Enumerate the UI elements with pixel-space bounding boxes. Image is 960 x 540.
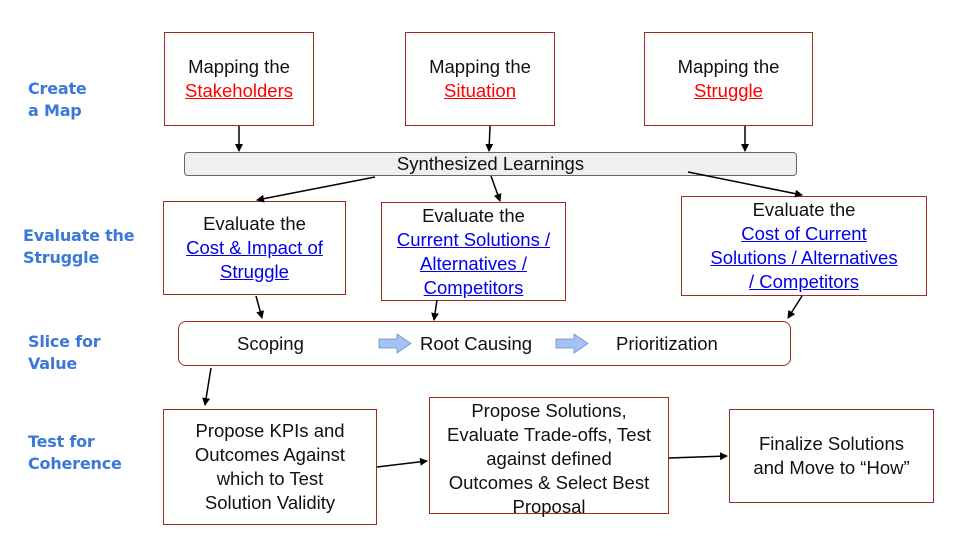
arrow-kpis-to-solutions: [376, 457, 428, 468]
arrow-solutions-to-finalize: [668, 452, 728, 461]
cost-impact-link-line[interactable]: Struggle: [220, 261, 289, 282]
box-prefix: Mapping the: [677, 56, 780, 77]
map-situation-box: Mapping the Situation: [405, 32, 555, 126]
box-prefix: Evaluate the: [203, 213, 306, 234]
stage-label-line: Value: [28, 354, 78, 373]
cost-current-solutions-link-line[interactable]: Cost of Current: [741, 223, 867, 244]
arrow-current-solutions-to-slice: [431, 299, 439, 321]
step-root-causing: Root Causing: [420, 333, 533, 354]
box-text-line: Solution Validity: [204, 492, 336, 513]
cost-current-solutions-link-line[interactable]: / Competitors: [748, 271, 859, 292]
box-text-line: and Move to “How”: [753, 457, 910, 478]
arrow-cost-impact-to-slice: [255, 295, 265, 319]
stage-label-test-for-coherence: Test for Coherence: [28, 431, 122, 475]
step-prioritization: Prioritization: [616, 333, 718, 354]
arrow-synth-to-cost-impact: [256, 176, 376, 203]
evaluate-current-solutions-box: Evaluate the Current Solutions / Alterna…: [381, 202, 566, 301]
stage-label-line: Struggle: [23, 248, 100, 267]
box-text-line: Proposal: [512, 496, 586, 517]
box-prefix: Evaluate the: [422, 204, 525, 226]
box-text-line: Outcomes & Select Best: [448, 472, 650, 493]
situation-link[interactable]: Situation: [444, 80, 516, 101]
propose-kpis-box: Propose KPIs and Outcomes Against which …: [163, 409, 377, 525]
box-text-line: Propose Solutions,: [471, 400, 627, 421]
box-prefix: Mapping the: [188, 56, 290, 77]
box-text-line: Finalize Solutions: [759, 433, 904, 454]
stage-label-line: Slice for: [28, 332, 101, 351]
cost-impact-link-line[interactable]: Cost & Impact of: [186, 237, 323, 258]
stage-label-slice-for-value: Slice for Value: [28, 331, 101, 375]
slice-for-value-bar: Scoping Root Causing Prioritization: [178, 321, 791, 366]
current-solutions-link-line[interactable]: Current Solutions /: [396, 228, 551, 250]
stage-label-line: Test for: [28, 432, 95, 451]
arrow-slice-to-kpis: [202, 367, 212, 406]
stage-label-line: Evaluate the: [23, 226, 135, 245]
box-text-line: against defined: [486, 448, 612, 469]
stage-label-line: Create: [28, 79, 87, 98]
box-text-line: Evaluate Trade-offs, Test: [447, 424, 651, 445]
current-solutions-link-line[interactable]: Alternatives /: [420, 252, 527, 274]
propose-solutions-box: Propose Solutions, Evaluate Trade-offs, …: [429, 397, 669, 517]
box-prefix: Evaluate the: [752, 199, 856, 220]
stage-label-line: a Map: [28, 101, 82, 120]
arrow-situation-to-synth: [485, 125, 494, 152]
synthesized-learnings-bar: Synthesized Learnings: [184, 152, 797, 176]
struggle-link[interactable]: Struggle: [694, 80, 763, 101]
box-text-line: Propose KPIs and: [195, 420, 345, 441]
stakeholders-link[interactable]: Stakeholders: [185, 80, 293, 101]
box-text-line: which to Test: [216, 468, 324, 489]
arrow-synth-to-current-solutions: [490, 175, 502, 202]
finalize-solutions-box: Finalize Solutions and Move to “How”: [729, 409, 934, 503]
stage-label-line: Coherence: [28, 454, 122, 473]
evaluate-cost-impact-box: Evaluate the Cost & Impact of Struggle: [163, 201, 346, 295]
stage-label-evaluate-the-struggle: Evaluate the Struggle: [23, 225, 135, 269]
current-solutions-link-line[interactable]: Competitors: [423, 276, 524, 298]
arrow-cost-current-to-slice: [787, 295, 803, 319]
map-stakeholders-box: Mapping the Stakeholders: [164, 32, 314, 126]
box-text-line: Outcomes Against: [194, 444, 346, 465]
step-scoping: Scoping: [237, 333, 304, 354]
map-struggle-box: Mapping the Struggle: [644, 32, 813, 126]
box-prefix: Mapping the: [429, 56, 531, 77]
stage-label-create-a-map: Create a Map: [28, 78, 87, 122]
evaluate-cost-current-solutions-box: Evaluate the Cost of Current Solutions /…: [681, 196, 927, 296]
cost-current-solutions-link-line[interactable]: Solutions / Alternatives: [710, 247, 898, 268]
